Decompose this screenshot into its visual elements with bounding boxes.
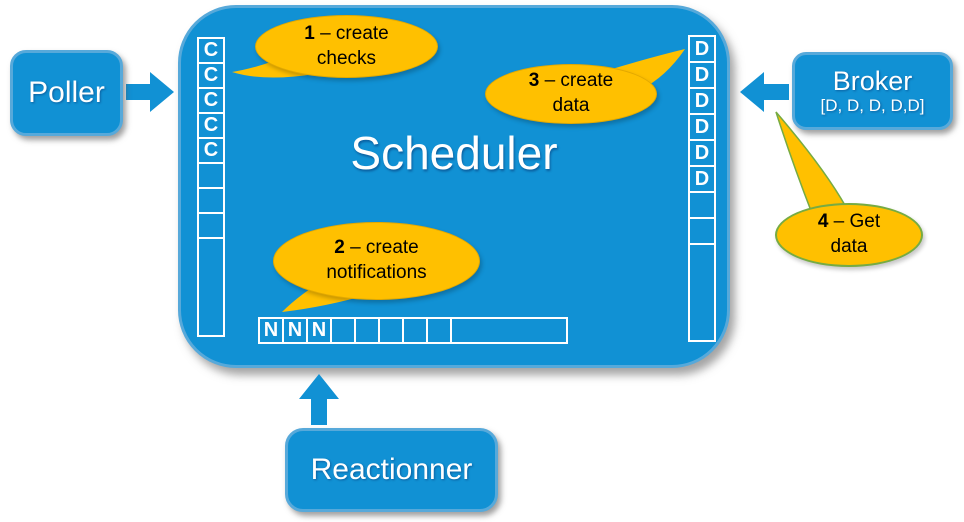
arrow-poller-to-scheduler <box>126 72 174 112</box>
reactionner-node: Reactionner <box>285 428 498 512</box>
queue-cell-C: C <box>197 62 225 89</box>
queue-cell-empty <box>197 162 225 189</box>
queue-cell-C: C <box>197 87 225 114</box>
reactionner-label: Reactionner <box>310 453 473 486</box>
queue-cell-D: D <box>688 61 716 89</box>
queue-cell-C: C <box>197 37 225 64</box>
queue-cell-tail <box>688 243 716 342</box>
poller-node: Poller <box>10 50 123 136</box>
queue-cell-empty <box>402 317 428 344</box>
queue-cell-empty <box>354 317 380 344</box>
queue-cell-N: N <box>306 317 332 344</box>
queue-cell-C: C <box>197 112 225 139</box>
queue-cell-tail <box>197 237 225 337</box>
queue-cell-empty <box>688 217 716 245</box>
broker-queue-preview: [D, D, D, D,D] <box>820 95 925 115</box>
queue-cell-D: D <box>688 87 716 115</box>
queue-cell-empty <box>426 317 452 344</box>
queue-cell-N: N <box>258 317 284 344</box>
queue-cell-D: D <box>688 113 716 141</box>
queue-cell-N: N <box>282 317 308 344</box>
queue-cell-tail <box>450 317 568 344</box>
broker-node: Broker [D, D, D, D,D] <box>792 52 953 130</box>
arrow-reactionner-to-scheduler <box>299 374 339 425</box>
queue-cell-D: D <box>688 35 716 63</box>
scheduler-box <box>178 5 730 368</box>
queue-cell-empty <box>330 317 356 344</box>
queue-cell-empty <box>197 212 225 239</box>
queue-cell-D: D <box>688 165 716 193</box>
queue-cell-empty <box>688 191 716 219</box>
queue-cell-D: D <box>688 139 716 167</box>
queue-cell-C: C <box>197 137 225 164</box>
queue-cell-empty <box>378 317 404 344</box>
scheduler-title: Scheduler <box>350 127 558 179</box>
arrow-broker-to-scheduler <box>740 72 789 112</box>
broker-label: Broker <box>832 65 913 96</box>
queue-cell-empty <box>197 187 225 214</box>
poller-label: Poller <box>28 76 105 109</box>
